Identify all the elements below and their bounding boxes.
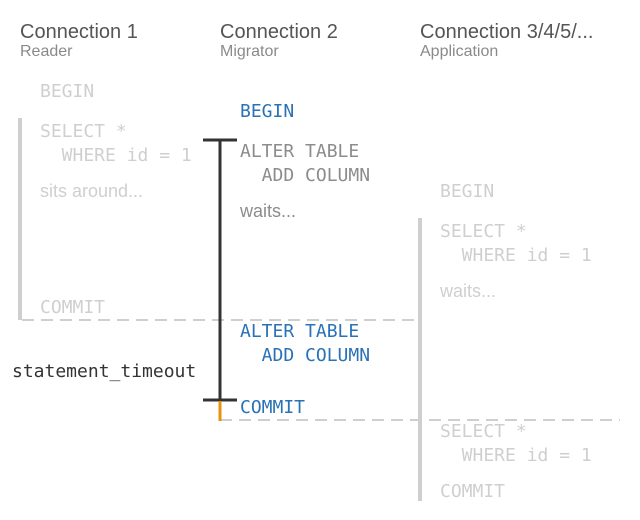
column-subtitle-migrator: Migrator bbox=[220, 43, 279, 60]
reader-note: sits around... bbox=[40, 181, 144, 201]
reader-begin: BEGIN bbox=[40, 81, 95, 102]
column-title-migrator: Connection 2 bbox=[220, 21, 338, 43]
column-subtitle-application: Application bbox=[420, 43, 499, 60]
column-title-reader: Connection 1 bbox=[20, 21, 138, 43]
migrator-alter-running: ALTER TABLE ADD COLUMN bbox=[240, 321, 371, 366]
application-commit: COMMIT bbox=[440, 481, 506, 502]
application-begin: BEGIN bbox=[440, 181, 495, 202]
reader-commit: COMMIT bbox=[40, 297, 106, 318]
application-select-waiting: SELECT * WHERE id = 1 bbox=[440, 221, 592, 266]
migrator-begin: BEGIN bbox=[240, 101, 295, 122]
migrator-note: waits... bbox=[240, 201, 297, 221]
column-title-application: Connection 3/4/5/... bbox=[420, 21, 594, 43]
migrator-commit: COMMIT bbox=[240, 397, 306, 418]
application-select-done: SELECT * WHERE id = 1 bbox=[440, 421, 592, 466]
migrator-alter-waiting: ALTER TABLE ADD COLUMN bbox=[240, 141, 371, 186]
application-note: waits... bbox=[440, 281, 497, 301]
statement-timeout-label: statement_timeout bbox=[12, 361, 197, 382]
reader-select: SELECT * WHERE id = 1 bbox=[40, 121, 192, 166]
column-subtitle-reader: Reader bbox=[20, 43, 73, 60]
